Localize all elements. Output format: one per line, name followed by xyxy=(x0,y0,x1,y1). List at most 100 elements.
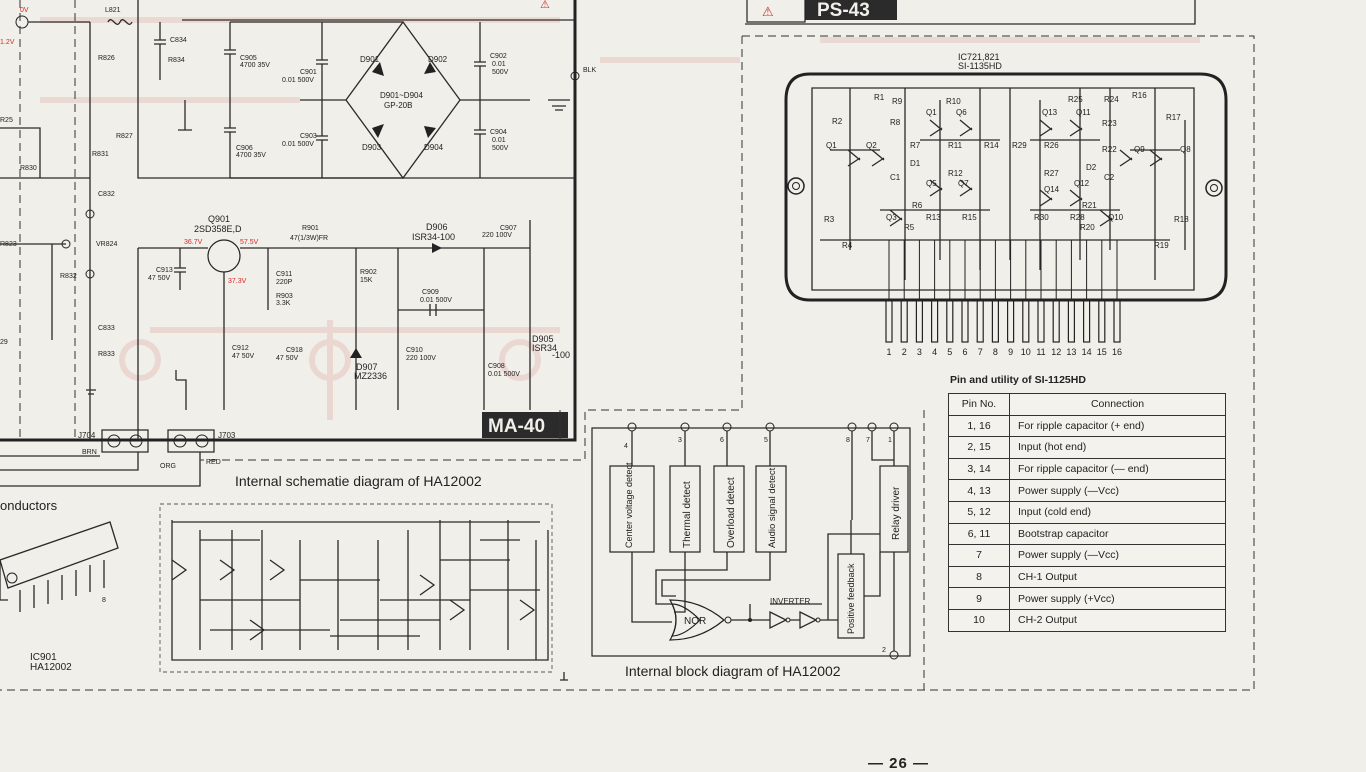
svg-text:R17: R17 xyxy=(1166,113,1181,122)
connection-cell: For ripple capacitor (— end) xyxy=(1009,457,1226,481)
svg-text:D903: D903 xyxy=(362,143,382,152)
ic-pin xyxy=(900,299,908,343)
svg-text:R27: R27 xyxy=(1044,169,1059,178)
svg-text:R23: R23 xyxy=(1102,119,1117,128)
svg-text:C902: C902 xyxy=(490,53,507,60)
pin-no-cell: 6, 11 xyxy=(948,522,1010,546)
svg-text:D2: D2 xyxy=(1086,163,1097,172)
svg-text:R30: R30 xyxy=(1034,213,1049,222)
svg-text:Q3: Q3 xyxy=(886,213,897,222)
ic-pin-number: 11 xyxy=(1036,347,1045,357)
ic-pin xyxy=(1113,299,1121,343)
svg-text:C918: C918 xyxy=(286,347,303,354)
svg-text:3: 3 xyxy=(678,437,682,444)
svg-text:C2: C2 xyxy=(1104,173,1115,182)
svg-text:D901: D901 xyxy=(360,55,380,64)
ps-caps: C901 0.01 500V C903 0.01 500V C902 0.01 … xyxy=(178,22,597,178)
svg-text:C834: C834 xyxy=(170,37,187,44)
svg-text:Thermal detect: Thermal detect xyxy=(682,481,693,548)
ic-pins xyxy=(885,240,1121,343)
connection-cell: For ripple capacitor (+ end) xyxy=(1009,414,1226,438)
svg-text:0.01: 0.01 xyxy=(492,61,506,68)
connection-cell: CH-1 Output xyxy=(1009,565,1226,589)
svg-text:4: 4 xyxy=(624,443,628,450)
page-number: — 26 — xyxy=(868,755,930,772)
pin-table-section: Pin and utility of SI-1125HD Pin No. Con… xyxy=(948,374,1228,632)
svg-text:C1: C1 xyxy=(890,173,901,182)
connection-cell: CH-2 Output xyxy=(1009,608,1226,632)
ic-pin xyxy=(915,299,924,343)
ic-pin-number: 13 xyxy=(1066,347,1076,357)
svg-text:Q901: Q901 xyxy=(208,214,230,224)
svg-text:57.5V: 57.5V xyxy=(240,239,259,246)
svg-text:INVERTER: INVERTER xyxy=(770,597,811,606)
ic-pin-number: 10 xyxy=(1021,347,1031,357)
svg-text:R18: R18 xyxy=(1174,215,1189,224)
svg-text:R6: R6 xyxy=(912,201,923,210)
ic901-package: 8 IC901 HA12002 xyxy=(0,521,119,673)
svg-text:MZ2336: MZ2336 xyxy=(354,371,387,381)
svg-text:0.01 500V: 0.01 500V xyxy=(282,77,314,84)
svg-text:1.2V: 1.2V xyxy=(0,39,15,46)
ic-pin xyxy=(961,299,969,343)
pin-no-header: Pin No. xyxy=(948,393,1010,416)
ic-module: IC721,821 SI-1135HD R1 R2 R3 R4 R5 R6 R7… xyxy=(784,52,1228,357)
svg-text:R25: R25 xyxy=(1068,95,1083,104)
svg-text:NOR: NOR xyxy=(684,616,706,627)
svg-text:5: 5 xyxy=(764,437,768,444)
svg-text:R832: R832 xyxy=(60,273,77,280)
ic-pin-number: 4 xyxy=(932,347,937,357)
svg-text:Center voltage detect: Center voltage detect xyxy=(624,462,634,548)
svg-text:GP-20B: GP-20B xyxy=(384,101,412,110)
svg-text:J703: J703 xyxy=(218,431,236,440)
svg-text:R28: R28 xyxy=(1070,213,1085,222)
svg-text:BRN: BRN xyxy=(82,449,97,456)
ic-pin-number: 9 xyxy=(1008,347,1013,357)
svg-text:0.01 500V: 0.01 500V xyxy=(282,141,314,148)
svg-text:4700 35V: 4700 35V xyxy=(236,152,266,159)
svg-text:R827: R827 xyxy=(116,133,133,140)
svg-text:R833: R833 xyxy=(98,351,115,358)
block-diagram-caption: Internal block diagram of HA12002 xyxy=(625,663,841,679)
ic-pin-number: 15 xyxy=(1097,347,1107,357)
pin-no-cell: 3, 14 xyxy=(948,457,1010,481)
ic901-part: HA12002 xyxy=(30,662,72,673)
ic-pin-number: 8 xyxy=(993,347,998,357)
connection-cell: Input (cold end) xyxy=(1009,500,1226,524)
ic-pin-number: 14 xyxy=(1082,347,1092,357)
connectors: J704 J703 BRN ORG RED xyxy=(0,429,236,487)
svg-text:3.3K: 3.3K xyxy=(276,300,291,307)
bridge-rectifier: D901 D902 D903 D904 D901~D904 GP-20B xyxy=(230,20,530,180)
connection-cell: Power supply (—Vcc) xyxy=(1009,544,1226,567)
svg-text:R826: R826 xyxy=(98,55,115,62)
svg-text:29: 29 xyxy=(0,339,8,346)
svg-text:Q1: Q1 xyxy=(826,141,837,150)
svg-text:Q1: Q1 xyxy=(926,108,937,117)
ic-pin xyxy=(1022,299,1030,343)
connection-cell: Input (hot end) xyxy=(1009,436,1226,459)
svg-text:R3: R3 xyxy=(824,215,835,224)
pin-no-cell: 8 xyxy=(948,565,1010,589)
svg-text:0.01 500V: 0.01 500V xyxy=(488,371,520,378)
svg-text:R903: R903 xyxy=(276,293,293,300)
svg-text:Relay driver: Relay driver xyxy=(891,486,902,540)
svg-text:500V: 500V xyxy=(492,145,509,152)
svg-text:R2: R2 xyxy=(832,117,843,126)
svg-text:RED: RED xyxy=(206,459,221,466)
svg-text:L821: L821 xyxy=(105,7,121,14)
svg-text:0V: 0V xyxy=(20,7,29,14)
svg-text:J704: J704 xyxy=(78,431,96,440)
warning-box xyxy=(746,0,806,23)
svg-text:R834: R834 xyxy=(168,57,185,64)
ic-pin xyxy=(1098,299,1106,343)
svg-text:8: 8 xyxy=(102,597,106,604)
svg-text:220 100V: 220 100V xyxy=(406,355,436,362)
svg-text:6: 6 xyxy=(720,437,724,444)
connection-cell: Power supply (+Vcc) xyxy=(1009,587,1226,610)
svg-text:R9: R9 xyxy=(892,97,903,106)
svg-text:C903: C903 xyxy=(300,133,317,140)
svg-text:ORG: ORG xyxy=(160,463,176,470)
